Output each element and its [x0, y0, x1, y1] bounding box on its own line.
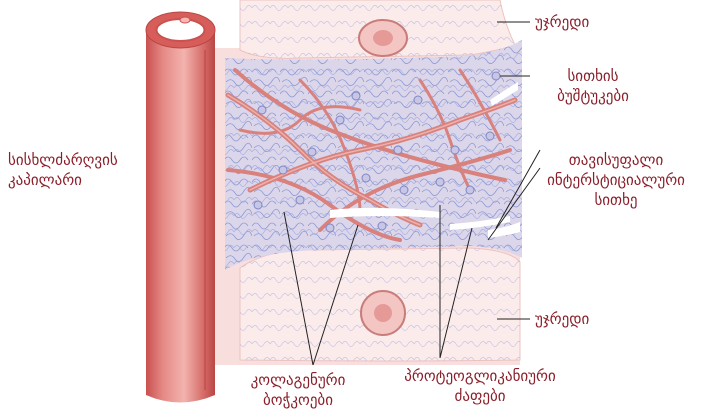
proteoglycan-line1: პროტეოგლიკანიური [380, 366, 580, 386]
interstitial-fluid-line1: თავისუფალი [536, 150, 696, 170]
cell-top-label: უჯრედი [535, 12, 589, 32]
collagen-line2: ბოჭკოები [238, 390, 358, 410]
interstitial-fluid-line3: სითხე [536, 190, 696, 210]
blood-fragments-label: სითხის ბუშტუკები [538, 66, 648, 106]
capillary-tube [146, 12, 215, 403]
collagen-line1: კოლაგენური [238, 370, 358, 390]
collagen-label: კოლაგენური ბოჭკოები [238, 370, 358, 410]
capillary-label-line1: სისხლძარღვის [8, 150, 118, 170]
interstitial-fluid-line2: ინტერსტიციალური [536, 170, 696, 190]
cell-bottom-label: უჯრედი [535, 309, 589, 329]
interstitial-fluid-label: თავისუფალი ინტერსტიციალური სითხე [536, 150, 696, 210]
capillary-label-line2: კაპილარი [8, 170, 118, 190]
proteoglycan-label: პროტეოგლიკანიური ძაფები [380, 366, 580, 406]
proteoglycan-line2: ძაფები [380, 386, 580, 406]
blood-fragments-line1: სითხის [538, 66, 648, 86]
blood-fragments-line2: ბუშტუკები [538, 86, 648, 106]
capillary-label: სისხლძარღვის კაპილარი [8, 150, 118, 190]
